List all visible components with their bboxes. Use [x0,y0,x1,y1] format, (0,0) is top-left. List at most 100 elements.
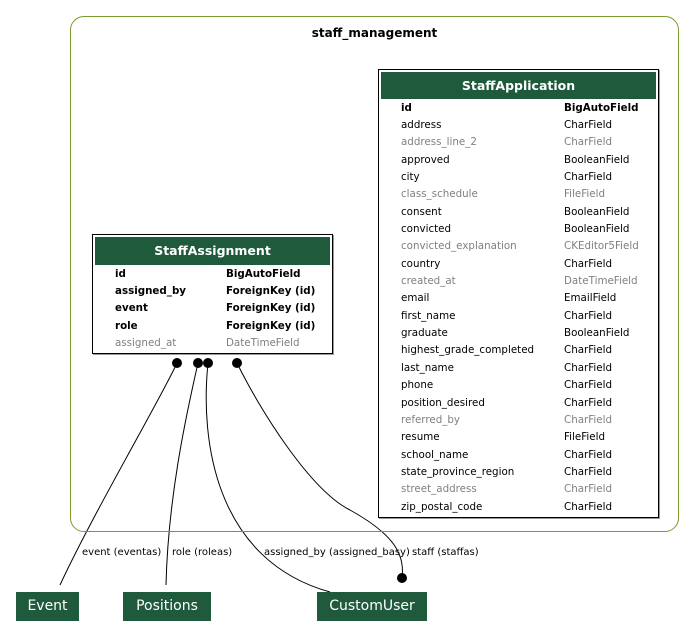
field-type: EmailField [564,292,617,305]
field-row: resume FileField [381,429,656,446]
field-type: CharField [564,171,613,184]
field-type: DateTimeField [564,275,638,288]
field-row: class_schedule FileField [381,186,656,203]
field-name: school_name [401,448,469,461]
field-row: assigned_by ForeignKey (id) [95,282,330,299]
model-custom-user[interactable]: CustomUser [317,592,427,621]
field-name: assigned_by [115,285,187,298]
cluster-staff-management: staff_management [70,16,679,532]
field-row: convicted_explanation CKEditor5Field [381,238,656,255]
field-type: FileField [564,188,605,201]
field-type: CharField [564,136,613,149]
field-name: position_desired [401,396,485,409]
field-name: approved [401,153,450,166]
cluster-title: staff_management [311,26,438,40]
field-row: approved BooleanField [381,151,656,168]
field-name: street_address [401,483,477,496]
edge-label-role: role (roleas) [172,547,233,558]
field-row: email EmailField [381,290,656,307]
field-name: id [401,101,412,114]
field-name: highest_grade_completed [401,344,535,357]
field-name: state_province_region [401,465,515,478]
field-type: ForeignKey (id) [226,302,316,315]
field-name: address_line_2 [401,136,477,149]
field-type: FileField [564,431,605,444]
field-name: first_name [401,309,456,322]
field-name: consent [401,205,442,218]
field-type: CharField [564,257,613,270]
field-row: position_desired CharField [381,394,656,411]
field-row: referred_by CharField [381,411,656,428]
field-type: ForeignKey (id) [226,285,316,298]
field-type: CharField [564,413,613,426]
field-name: convicted_explanation [401,240,517,253]
field-row: address_line_2 CharField [381,134,656,151]
field-row: zip_postal_code CharField [381,498,656,515]
field-name: address [401,119,442,132]
field-type: BigAutoField [564,101,639,114]
field-row: role ForeignKey (id) [95,317,330,334]
field-type: BooleanField [564,205,630,218]
field-type: CharField [564,448,613,461]
field-row: consent BooleanField [381,203,656,220]
field-name: graduate [401,327,448,340]
model-title: StaffApplication [381,72,656,99]
field-name: phone [401,379,434,392]
field-row: id BigAutoField [381,99,656,116]
field-name: zip_postal_code [401,500,483,513]
field-row: address CharField [381,116,656,133]
field-name: role [115,319,138,332]
field-row: assigned_at DateTimeField [95,335,330,352]
field-name: referred_by [401,413,461,426]
field-name: event [115,302,148,315]
field-row: state_province_region CharField [381,463,656,480]
field-name: class_schedule [401,188,478,201]
field-name: city [401,171,420,184]
field-row: highest_grade_completed CharField [381,342,656,359]
field-type: CharField [564,119,613,132]
field-type: CharField [564,379,613,392]
field-type: BooleanField [564,223,630,236]
model-event[interactable]: Event [16,592,79,621]
model-title: StaffAssignment [95,237,330,265]
field-type: CharField [564,344,613,357]
field-type: BigAutoField [226,267,301,280]
field-row: street_address CharField [381,481,656,498]
field-name: last_name [401,361,454,374]
field-type: CharField [564,309,613,322]
field-name: resume [401,431,440,444]
field-name: email [401,292,430,305]
field-name: id [115,267,126,280]
field-row: phone CharField [381,377,656,394]
edge-staff-target-dot [397,573,407,583]
field-type: CharField [564,465,613,478]
field-row: id BigAutoField [95,265,330,282]
field-type: ForeignKey (id) [226,319,316,332]
model-staff-assignment[interactable]: StaffAssignment id BigAutoField assigned_b… [92,234,333,354]
field-name: assigned_at [115,337,177,350]
edge-label-event: event (eventas) [82,547,162,558]
field-type: CKEditor5Field [564,240,639,253]
edge-label-staff: staff (staffas) [412,547,479,558]
field-type: CharField [564,500,613,513]
field-row: graduate BooleanField [381,324,656,341]
field-row: school_name CharField [381,446,656,463]
field-row: city CharField [381,168,656,185]
field-name: created_at [401,275,456,288]
field-row: event ForeignKey (id) [95,300,330,317]
field-type: DateTimeField [226,337,300,350]
field-type: BooleanField [564,153,630,166]
field-name: country [401,257,441,270]
field-type: CharField [564,483,613,496]
field-type: BooleanField [564,327,630,340]
model-positions[interactable]: Positions [123,592,211,621]
field-row: created_at DateTimeField [381,272,656,289]
field-type: CharField [564,361,613,374]
field-type: CharField [564,396,613,409]
field-row: first_name CharField [381,307,656,324]
field-row: country CharField [381,255,656,272]
